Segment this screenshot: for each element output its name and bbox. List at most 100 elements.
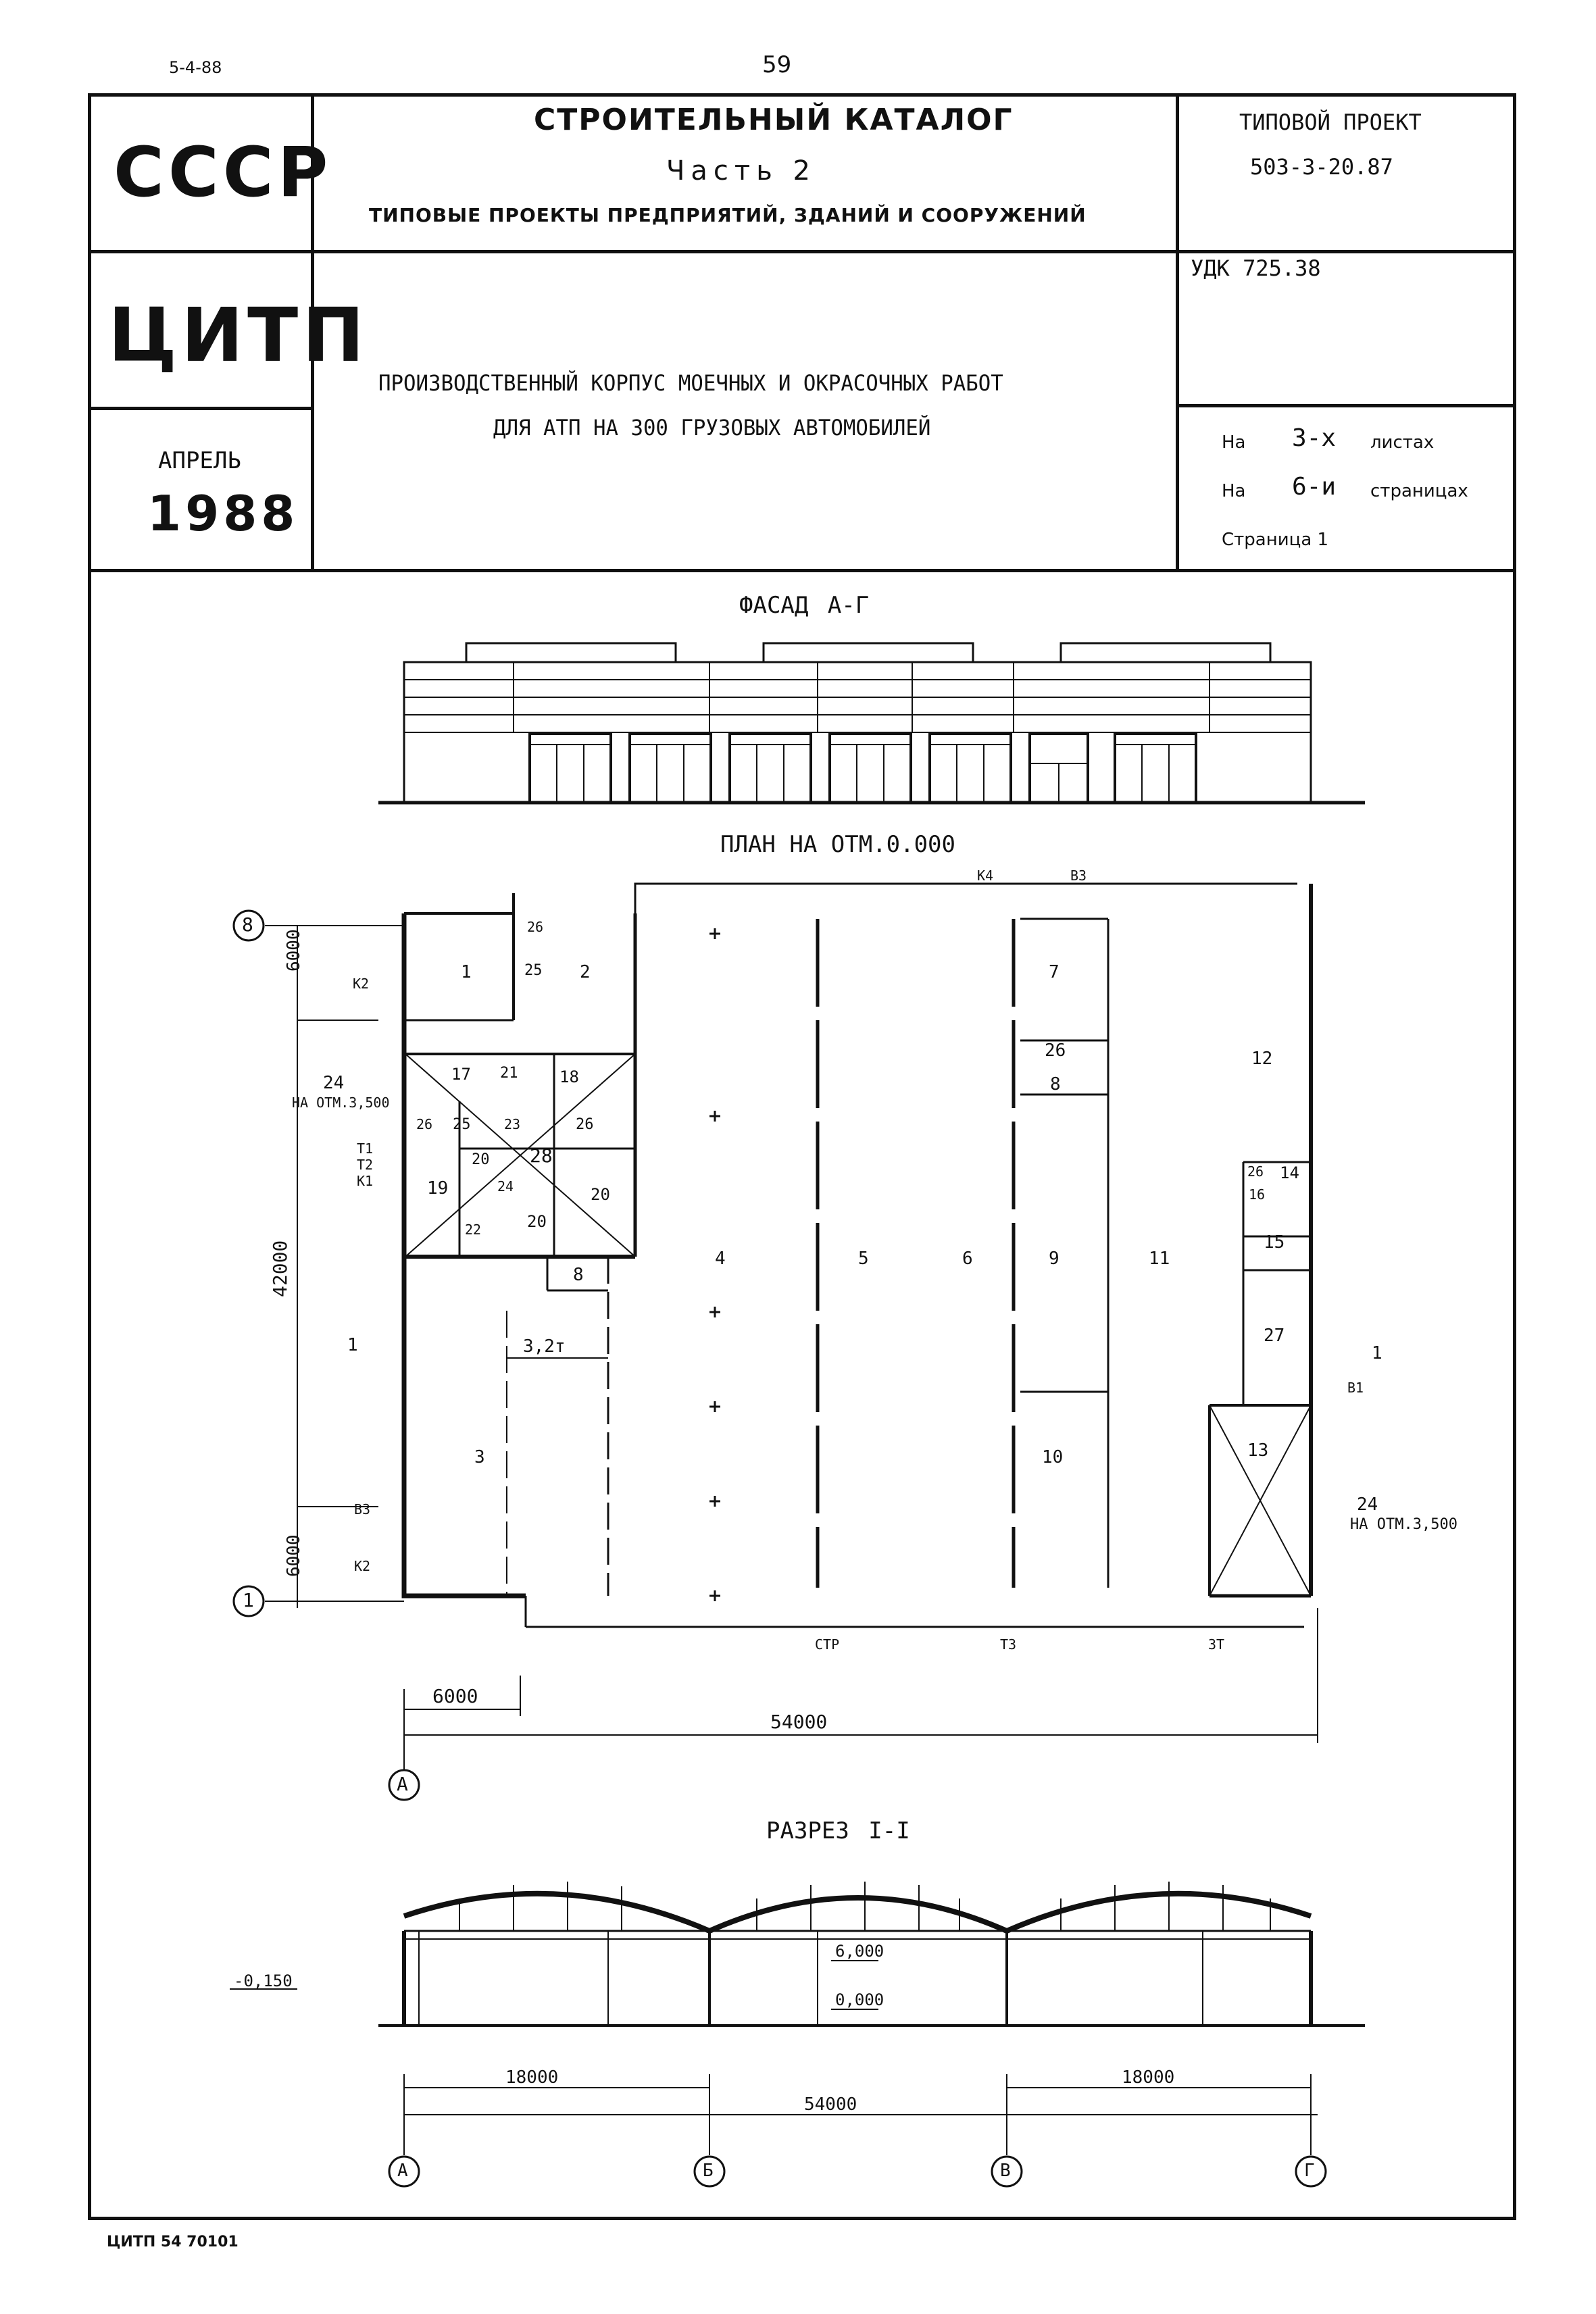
section-dim-18000-left: 18000: [505, 2067, 559, 2088]
tag-v3: В3: [354, 1501, 371, 1517]
date-code: 5-4-88: [169, 58, 222, 77]
note-24-left: 24: [323, 1073, 345, 1093]
axis-a-label: А: [397, 1773, 408, 1795]
room-26-mid: 26: [1045, 1040, 1066, 1061]
room-15: 15: [1264, 1232, 1285, 1253]
room-12: 12: [1251, 1049, 1273, 1069]
tag-3t: ЗТ: [1208, 1636, 1225, 1653]
room-20-b: 20: [591, 1185, 610, 1204]
section-elev-zero: 0,000: [835, 1990, 884, 2009]
room-22: 22: [465, 1222, 482, 1238]
room-13: 13: [1247, 1440, 1269, 1461]
pages-word: страницах: [1370, 481, 1468, 501]
outer-frame: [88, 93, 1516, 2220]
note-elev-left: НА ОТМ.3,500: [292, 1095, 390, 1111]
room-3: 3: [474, 1447, 485, 1467]
room-9: 9: [1049, 1249, 1059, 1269]
note-24-right: 24: [1357, 1494, 1378, 1515]
section-dim-18000-right: 18000: [1122, 2067, 1175, 2088]
section-dim-54000: 54000: [804, 2094, 857, 2115]
org-citp: ЦИТП: [108, 292, 369, 378]
room-4: 4: [715, 1249, 726, 1269]
room-21: 21: [500, 1065, 518, 1082]
room-11: 11: [1149, 1249, 1170, 1269]
catalog-title: СТРОИТЕЛЬНЫЙ КАТАЛОГ: [534, 103, 1014, 137]
tag-k1: К1: [357, 1173, 374, 1189]
building-title-1: ПРОИЗВОДСТВЕННЫЙ КОРПУС МОЕЧНЫХ И ОКРАСО…: [378, 370, 1003, 396]
page-label: Страница 1: [1222, 530, 1329, 550]
room-26-right: 26: [576, 1116, 594, 1133]
tag-section-right: 1: [1372, 1343, 1382, 1363]
room-8-mid: 8: [1050, 1074, 1061, 1095]
project-label: ТИПОВОЙ ПРОЕКТ: [1239, 109, 1422, 135]
room-20-c: 20: [527, 1212, 547, 1231]
tag-section-left: 1: [347, 1335, 358, 1355]
tag-k2-top: К2: [353, 976, 370, 992]
sheets-prefix: На: [1222, 432, 1246, 453]
section-axis-g: Г: [1304, 2161, 1315, 2181]
room-1: 1: [461, 962, 472, 982]
room-14: 14: [1280, 1163, 1299, 1182]
room-26-left: 26: [416, 1116, 433, 1132]
room-2: 2: [580, 962, 591, 982]
tb-vline-1: [311, 95, 314, 571]
tag-k2-bottom: К2: [354, 1558, 371, 1574]
footer-code: ЦИТП 54 70101: [107, 2234, 239, 2250]
room-8-left: 8: [573, 1265, 584, 1285]
section-title: РАЗРЕЗ I-I: [766, 1817, 910, 1844]
tag-t2: Т2: [357, 1157, 374, 1173]
room-10: 10: [1042, 1447, 1064, 1467]
year: 1988: [147, 485, 299, 542]
room-23: 23: [504, 1116, 521, 1132]
room-5: 5: [858, 1249, 869, 1269]
section-elev-minus: -0,150: [234, 1971, 293, 1990]
dim-6000-horizontal: 6000: [432, 1685, 478, 1707]
axis-top-label: 8: [242, 913, 253, 936]
room-25-top: 25: [524, 962, 543, 979]
room-26-right-block: 26: [1247, 1163, 1264, 1180]
tag-v1: В1: [1347, 1380, 1364, 1396]
facade-title: ФАСАД А-Г: [739, 592, 870, 619]
room-27: 27: [1264, 1326, 1285, 1346]
tag-k4: К4: [977, 867, 994, 884]
tb-vline-2: [1176, 95, 1179, 571]
room-24: 24: [497, 1178, 514, 1194]
sheets-word: листах: [1370, 432, 1435, 453]
plan-title: ПЛАН НА ОТМ.0.000: [720, 831, 955, 858]
room-19: 19: [427, 1178, 449, 1199]
sheets-count: 3-х: [1292, 424, 1337, 452]
tag-t1: Т1: [357, 1140, 374, 1157]
room-26-top: 26: [527, 919, 544, 935]
section-axis-v: В: [1000, 2161, 1011, 2181]
crane-label: 3,2т: [523, 1336, 566, 1357]
tb-hline-main: [88, 569, 1516, 572]
axis-bottom-label: 1: [243, 1589, 254, 1611]
section-elev-top: 6,000: [835, 1942, 884, 1961]
dim-54000: 54000: [770, 1711, 828, 1733]
section-axis-a: А: [397, 2161, 408, 2181]
room-20-a: 20: [472, 1151, 490, 1168]
udk: УДК 725.38: [1191, 255, 1321, 281]
note-elev-right: НА ОТМ.3,500: [1350, 1516, 1457, 1533]
catalog-subtitle: ТИПОВЫЕ ПРОЕКТЫ ПРЕДПРИЯТИЙ, ЗДАНИЙ И СО…: [369, 204, 1087, 226]
section-axis-b: Б: [703, 2161, 714, 2181]
room-25: 25: [453, 1116, 471, 1133]
page-number: 59: [762, 51, 792, 78]
tb-hline-b: [88, 407, 312, 410]
pages-prefix: На: [1222, 481, 1246, 501]
pages-count: 6-и: [1292, 473, 1337, 501]
room-28: 28: [530, 1145, 553, 1167]
tb-hline-c: [1176, 404, 1516, 407]
building-title-2: ДЛЯ АТП НА 300 ГРУЗОВЫХ АВТОМОБИЛЕЙ: [493, 415, 931, 441]
room-16: 16: [1249, 1186, 1266, 1203]
room-6: 6: [962, 1249, 973, 1269]
org-ussr: СССР: [114, 132, 332, 213]
tag-v3-top: ВЗ: [1070, 867, 1087, 884]
tb-hline-a: [88, 250, 1516, 253]
project-number: 503-3-20.87: [1250, 154, 1393, 180]
room-17: 17: [451, 1065, 471, 1084]
tag-str: СТР: [815, 1636, 840, 1653]
